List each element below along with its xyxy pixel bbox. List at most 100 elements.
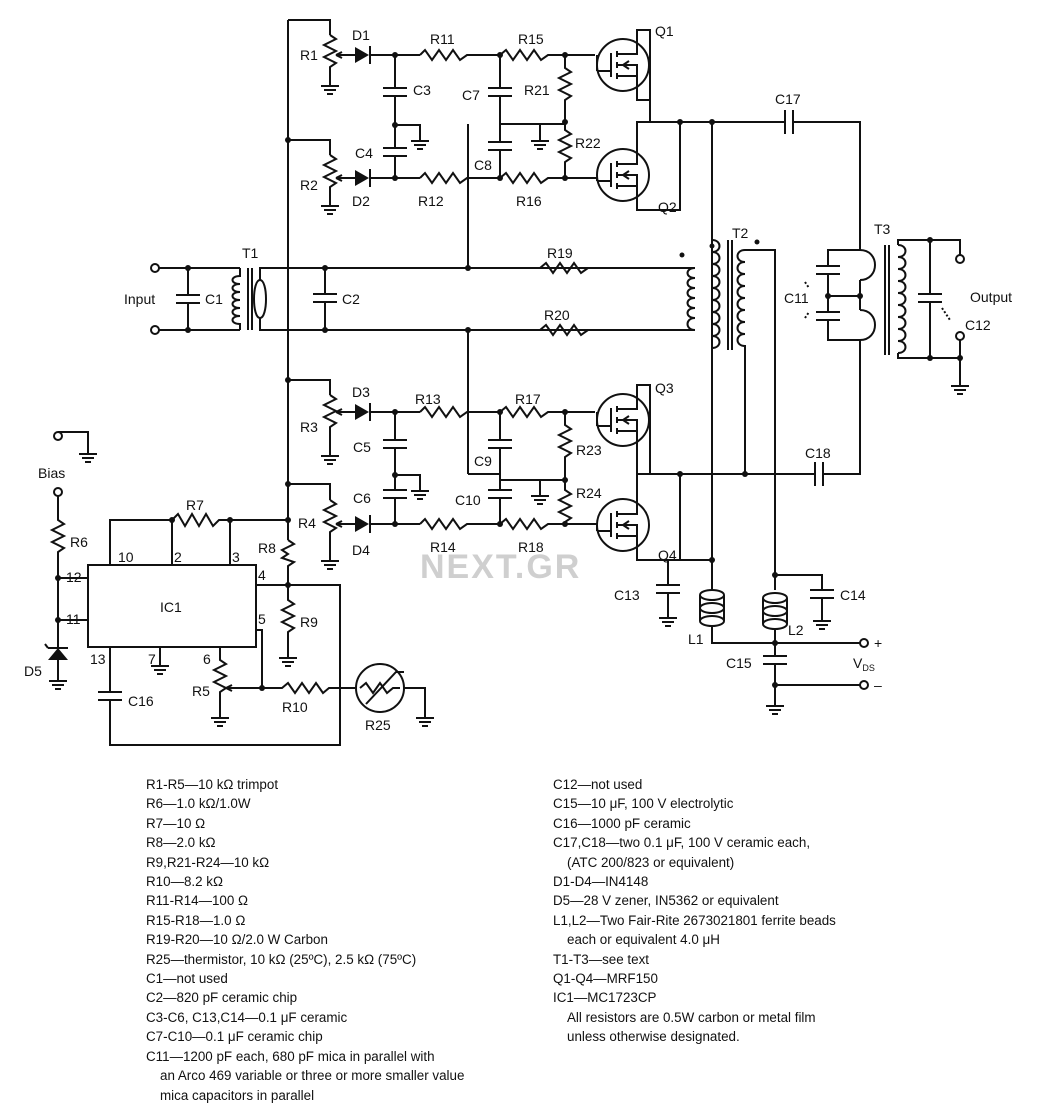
parts-list-line: R15-R18—1.0 Ω bbox=[146, 912, 246, 928]
label-r5: R5 bbox=[192, 683, 210, 699]
label-pin4: 4 bbox=[258, 567, 266, 583]
parts-list-line: D5—28 V zener, IN5362 or equivalent bbox=[553, 893, 779, 909]
parts-list-line: R10—8.2 kΩ bbox=[146, 874, 223, 890]
label-r23: R23 bbox=[576, 442, 602, 458]
parts-list-line: an Arco 469 variable or three or more sm… bbox=[160, 1068, 465, 1084]
label-q3: Q3 bbox=[655, 380, 674, 396]
parts-list-line: (ATC 200/823 or equivalent) bbox=[567, 854, 735, 870]
parts-list-line: R1-R5—10 kΩ trimpot bbox=[146, 777, 279, 792]
parts-list-line: C16—1000 pF ceramic bbox=[553, 815, 691, 831]
label-r11: R11 bbox=[430, 31, 455, 47]
label-pin13: 13 bbox=[90, 651, 106, 667]
label-r13: R13 bbox=[415, 391, 441, 407]
parts-list-line: C2—820 pF ceramic chip bbox=[146, 990, 298, 1006]
label-c7: C7 bbox=[462, 87, 480, 103]
parts-list-line: C11—1200 pF each, 680 pF mica in paralle… bbox=[146, 1048, 435, 1064]
label-d3: D3 bbox=[352, 384, 370, 400]
label-r25: R25 bbox=[365, 717, 391, 733]
parts-list-line: C3-C6, C13,C14—0.1 μF ceramic bbox=[146, 1009, 348, 1025]
label-l1: L1 bbox=[688, 631, 704, 647]
label-pin12: 12 bbox=[66, 569, 82, 585]
label-t3: T3 bbox=[874, 221, 891, 237]
label-r8: R8 bbox=[258, 540, 276, 556]
label-r2: R2 bbox=[300, 177, 318, 193]
label-r19: R19 bbox=[547, 245, 573, 261]
label-l2: L2 bbox=[788, 622, 804, 638]
label-c4: C4 bbox=[355, 145, 373, 161]
parts-list-line: R25—thermistor, 10 kΩ (25ºC), 2.5 kΩ (75… bbox=[146, 951, 417, 967]
parts-list-line: D1-D4—IN4148 bbox=[553, 874, 649, 890]
label-q2: Q2 bbox=[658, 199, 677, 215]
label-c15: C15 bbox=[726, 655, 752, 671]
label-c3: C3 bbox=[413, 82, 431, 98]
label-pin3: 3 bbox=[232, 549, 240, 565]
label-c11: C11 bbox=[784, 290, 809, 306]
label-input: Input bbox=[124, 291, 155, 307]
label-d5: D5 bbox=[24, 663, 42, 679]
label-r21: R21 bbox=[524, 82, 550, 98]
label-d1: D1 bbox=[352, 27, 370, 43]
label-r15: R15 bbox=[518, 31, 544, 47]
parts-list-line: C17,C18—two 0.1 μF, 100 V ceramic each, bbox=[553, 835, 811, 851]
label-vds-plus: + bbox=[874, 635, 882, 651]
label-pin11: 11 bbox=[66, 611, 81, 627]
label-t2: T2 bbox=[732, 225, 749, 241]
label-r22: R22 bbox=[575, 135, 601, 151]
label-d2: D2 bbox=[352, 193, 370, 209]
parts-list-line: T1-T3—see text bbox=[553, 951, 649, 967]
label-c18: C18 bbox=[805, 445, 831, 461]
parts-list-line: C12—not used bbox=[553, 777, 643, 792]
label-r17: R17 bbox=[515, 391, 541, 407]
parts-list-line: R11-R14—100 Ω bbox=[146, 893, 249, 909]
parts-list-line: each or equivalent 4.0 μH bbox=[567, 932, 720, 948]
label-c8: C8 bbox=[474, 157, 492, 173]
parts-list-line: R9,R21-R24—10 kΩ bbox=[146, 854, 270, 870]
parts-list-line: unless otherwise designated. bbox=[567, 1029, 740, 1045]
label-c13: C13 bbox=[614, 587, 640, 603]
label-r18: R18 bbox=[518, 539, 544, 555]
label-r16: R16 bbox=[516, 193, 542, 209]
label-r7: R7 bbox=[186, 497, 204, 513]
label-r12: R12 bbox=[418, 193, 444, 209]
parts-list-line: R6—1.0 kΩ/1.0W bbox=[146, 796, 251, 812]
label-pin10: 10 bbox=[118, 549, 134, 565]
label-c17: C17 bbox=[775, 91, 801, 107]
label-d4: D4 bbox=[352, 542, 370, 558]
label-output: Output bbox=[970, 289, 1012, 305]
parts-list-line: C1—not used bbox=[146, 971, 228, 987]
label-r14: R14 bbox=[430, 539, 456, 555]
parts-list-line: R19-R20—10 Ω/2.0 W Carbon bbox=[146, 932, 328, 948]
label-ic1: IC1 bbox=[160, 599, 182, 615]
parts-list-line: C7-C10—0.1 μF ceramic chip bbox=[146, 1029, 323, 1045]
parts-list-line: R7—10 Ω bbox=[146, 815, 206, 831]
label-r3: R3 bbox=[300, 419, 318, 435]
label-c16: C16 bbox=[128, 693, 154, 709]
label-t1: T1 bbox=[242, 245, 259, 261]
label-r20: R20 bbox=[544, 307, 570, 323]
parts-list-line: mica capacitors in parallel bbox=[160, 1087, 315, 1103]
parts-list-line: L1,L2—Two Fair-Rite 2673021801 ferrite b… bbox=[553, 912, 836, 928]
label-r10: R10 bbox=[282, 699, 308, 715]
parts-list-line: Q1-Q4—MRF150 bbox=[553, 971, 658, 987]
label-c14: C14 bbox=[840, 587, 866, 603]
label-c6: C6 bbox=[353, 490, 371, 506]
label-bias: Bias bbox=[38, 465, 65, 481]
label-pin2: 2 bbox=[174, 549, 182, 565]
label-vds: VDS bbox=[853, 655, 875, 673]
label-c2: C2 bbox=[342, 291, 360, 307]
label-r24: R24 bbox=[576, 485, 602, 501]
label-r6: R6 bbox=[70, 534, 88, 550]
label-vds-minus: – bbox=[874, 677, 882, 693]
parts-list-line: C15—10 μF, 100 V electrolytic bbox=[553, 796, 734, 812]
label-r9: R9 bbox=[300, 614, 318, 630]
label-c10: C10 bbox=[455, 492, 481, 508]
label-c1: C1 bbox=[205, 291, 223, 307]
label-q4: Q4 bbox=[658, 547, 677, 563]
label-pin5: 5 bbox=[258, 611, 266, 627]
label-pin6: 6 bbox=[203, 651, 211, 667]
label-c9: C9 bbox=[474, 453, 492, 469]
label-c12: C12 bbox=[965, 317, 991, 333]
